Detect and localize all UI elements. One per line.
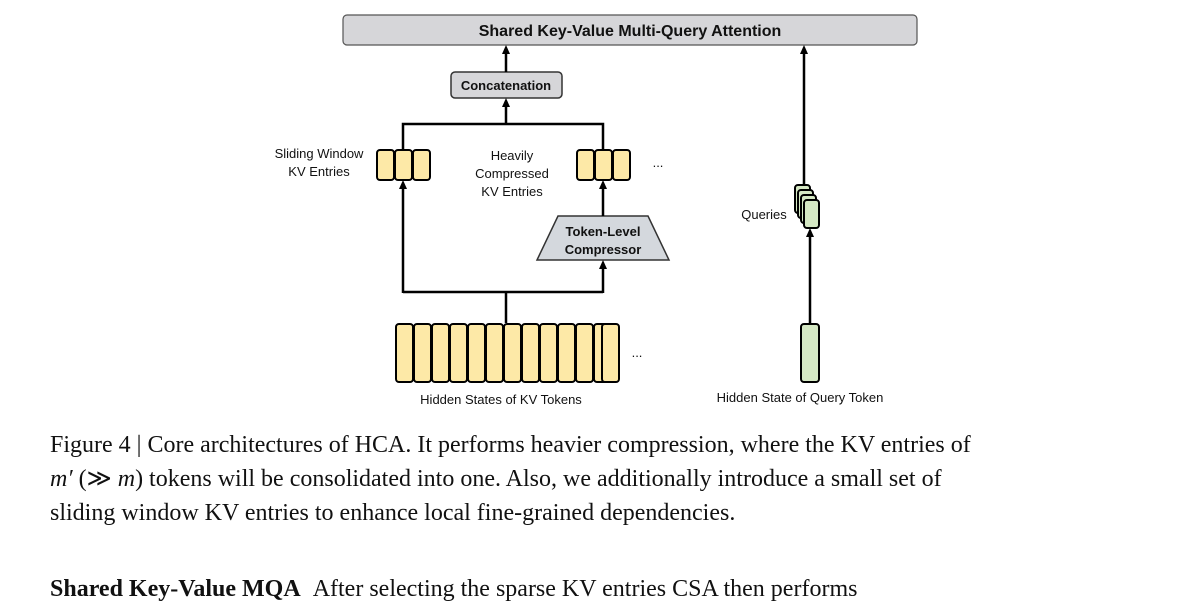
kv-token-hidden-states	[395, 323, 620, 383]
concatenation-label: Concatenation	[461, 78, 551, 93]
sliding-window-label-2: KV Entries	[288, 164, 350, 179]
compressed-label-3: KV Entries	[481, 184, 543, 199]
caption-line-1: Figure 4 | Core architectures of HCA. It…	[50, 432, 971, 458]
sliding-window-kv-entries	[376, 149, 431, 181]
compressor-label-2: Compressor	[565, 242, 642, 257]
hca-architecture-diagram: Shared Key-Value Multi-Query Attention C…	[275, 14, 918, 407]
kv-tokens-ellipsis: ...	[632, 345, 643, 360]
figure-caption: Figure 4 | Core architectures of HCA. It…	[50, 428, 1150, 530]
token-level-compressor: Token-Level Compressor	[535, 215, 671, 261]
caption-line-2-rest: ) tokens will be consolidated into one. …	[135, 466, 942, 492]
attention-title: Shared Key-Value Multi-Query Attention	[479, 23, 782, 40]
compressed-ellipsis: ...	[653, 155, 664, 170]
compressor-label-1: Token-Level	[566, 224, 641, 239]
merge-bracket	[401, 122, 605, 150]
caption-line-3: sliding window KV entries to enhance loc…	[50, 500, 736, 526]
next-paragraph-text: After selecting the sparse KV entries CS…	[312, 576, 858, 602]
sliding-window-label-1: Sliding Window	[275, 146, 364, 161]
caption-paren-open: (≫	[72, 466, 118, 492]
query-token-label: Hidden State of Query Token	[717, 390, 884, 405]
queries-stack	[794, 184, 820, 229]
next-paragraph-heading: Shared Key-Value MQA	[50, 576, 301, 602]
attention-box: Shared Key-Value Multi-Query Attention	[342, 14, 918, 46]
compressed-label-1: Heavily	[491, 148, 534, 163]
compressed-label-2: Compressed	[475, 166, 549, 181]
concatenation-box: Concatenation	[450, 71, 563, 99]
next-paragraph: Shared Key-Value MQA After selecting the…	[50, 572, 1150, 606]
kv-tokens-label: Hidden States of KV Tokens	[420, 392, 582, 407]
caption-m-prime: m′	[50, 466, 73, 492]
queries-label: Queries	[741, 207, 787, 222]
query-token-hidden-state	[800, 323, 820, 383]
caption-line-2: m′ (≫ m) tokens will be consolidated int…	[50, 462, 1150, 496]
caption-m: m	[117, 466, 136, 492]
compressed-kv-entries	[576, 149, 631, 181]
